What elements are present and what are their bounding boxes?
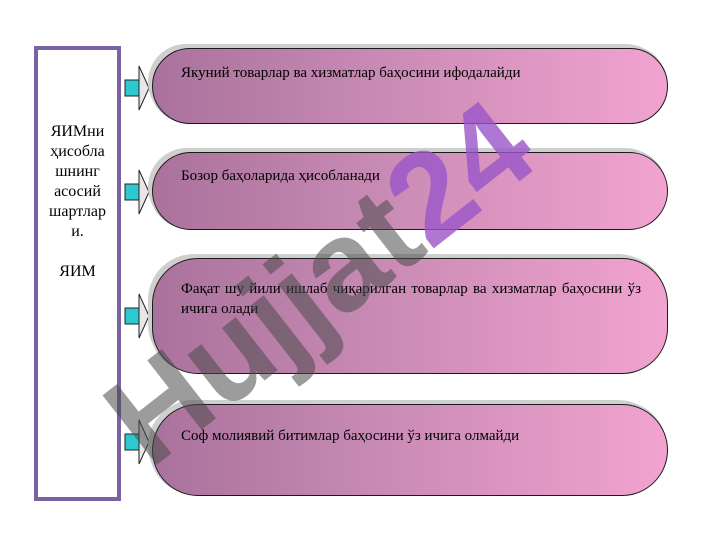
condition-text-1: Якуний товарлар ва хизматлар баҳосини иф… <box>181 65 521 81</box>
left-panel-text: ЯИМни ҳисобла шнинг асосий шартлар и. ЯИ… <box>49 123 106 280</box>
condition-box-2: Бозор баҳоларида ҳисобланади <box>152 152 668 230</box>
left-panel: ЯИМни ҳисобла шнинг асосий шартлар и. ЯИ… <box>34 46 121 501</box>
arrow-right-icon <box>124 293 150 339</box>
arrow-right-icon <box>124 419 150 465</box>
condition-box-1: Якуний товарлар ва хизматлар баҳосини иф… <box>152 48 668 124</box>
condition-text-4: Соф молиявий битимлар баҳосини ўз ичига … <box>181 428 520 444</box>
arrow-right-icon <box>124 169 150 215</box>
condition-box-4: Соф молиявий битимлар баҳосини ўз ичига … <box>152 404 668 496</box>
condition-box-3: Фақат шу йили ишлаб чиқарилган товарлар … <box>152 258 668 374</box>
arrow-right-icon <box>124 65 150 111</box>
condition-text-3: Фақат шу йили ишлаб чиқарилган товарлар … <box>181 281 641 317</box>
condition-text-2: Бозор баҳоларида ҳисобланади <box>181 168 380 184</box>
